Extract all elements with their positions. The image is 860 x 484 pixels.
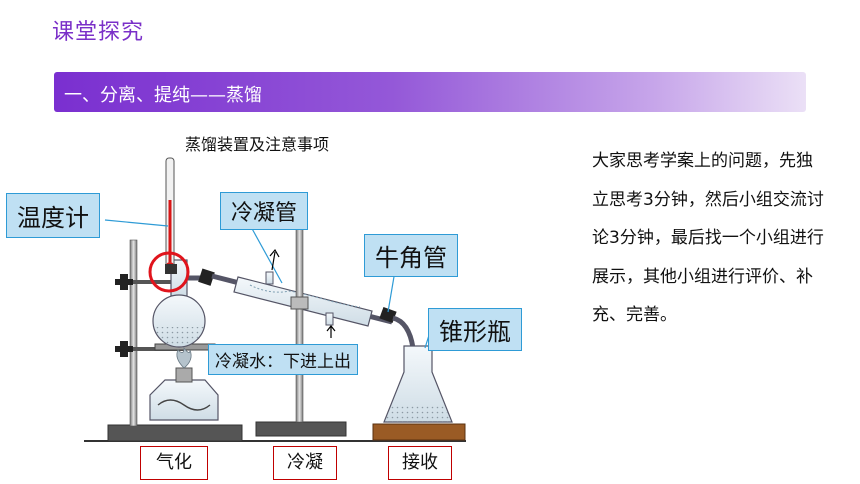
section-heading-bar: 一、分离、提纯——蒸馏 (54, 72, 806, 112)
alcohol-lamp (149, 346, 219, 421)
page-title: 课堂探究 (52, 20, 145, 45)
callout-conical-flask: 锥形瓶 (428, 308, 522, 351)
diagram-caption: 蒸馏装置及注意事项 (185, 135, 330, 154)
thermometer-bulb-highlight (148, 251, 190, 293)
step-label-collect: 接收 (388, 446, 452, 480)
section-heading: 一、分离、提纯——蒸馏 (64, 85, 262, 106)
callout-thermometer: 温度计 (6, 193, 100, 238)
step-label-vaporize: 气化 (140, 446, 208, 480)
rubber-stopper (198, 268, 215, 286)
water-in-arrow-head (326, 325, 336, 332)
iron-stand-middle (255, 213, 347, 437)
conical-flask (372, 331, 466, 441)
condenser-pointer (249, 224, 283, 284)
callout-adapter: 牛角管 (364, 234, 458, 277)
callout-condenser: 冷凝管 (220, 192, 309, 230)
callout-cooling-water: 冷凝水：下进上出 (208, 344, 358, 375)
thermometer-pointer (104, 219, 169, 227)
water-out-arrow-head (269, 248, 280, 258)
adapter (379, 252, 416, 349)
instruction-text: 大家思考学案上的问题，先独立思考3分钟，然后小组交流讨论3分钟，最后找一个小组进… (592, 151, 824, 325)
step-label-condense: 冷凝 (273, 446, 337, 480)
water-out-arrow (271, 251, 276, 271)
thermometer (165, 157, 177, 274)
